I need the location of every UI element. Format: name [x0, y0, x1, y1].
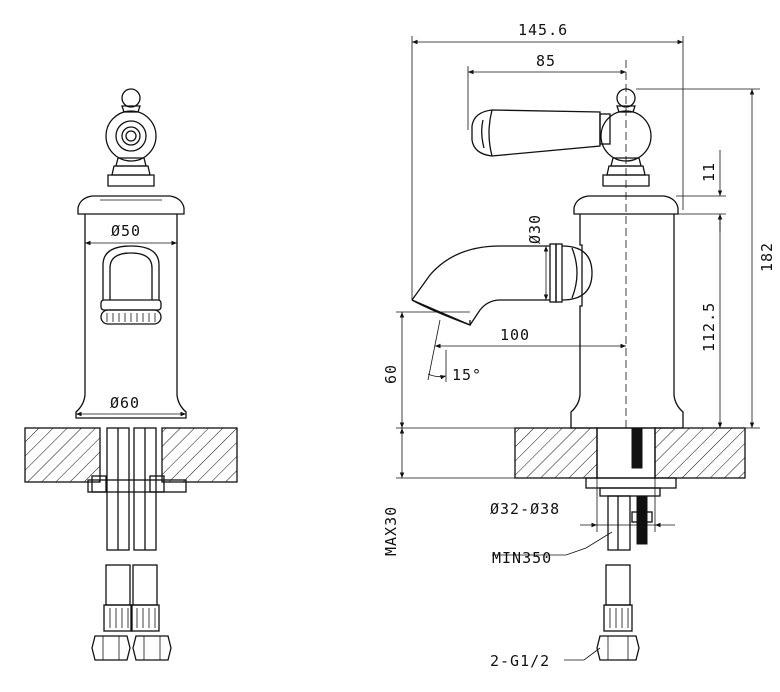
side-hose [596, 564, 640, 661]
dim-side-total-width: 145.6 [518, 21, 568, 39]
side-lever-handle [471, 109, 611, 157]
dim-front-top-diameter: Ø50 [111, 222, 141, 240]
front-hoses [91, 564, 172, 661]
dim-side-spout-height: 60 [382, 364, 400, 384]
front-countertop-left [24, 427, 101, 483]
front-spout [100, 245, 162, 325]
side-mounting-hardware [585, 427, 677, 551]
dim-front-base-diameter: Ø60 [110, 394, 140, 412]
dim-side-hole-diameter: Ø32-Ø38 [490, 500, 560, 518]
side-countertop-left [514, 427, 598, 479]
side-countertop-right [654, 427, 746, 479]
dim-side-body-height: 112.5 [700, 302, 718, 352]
dim-side-spout-reach: 100 [500, 326, 530, 344]
front-view: Ø50 Ø60 [24, 88, 238, 661]
front-body-top-flange [77, 195, 185, 215]
side-body [570, 214, 684, 429]
front-body [75, 214, 187, 419]
dim-side-ring-height: 11 [700, 162, 718, 182]
side-view: 145.6 85 Ø30 100 15° 60 MAX30 182 1 [382, 21, 776, 670]
label-side-thread: 2-G1/2 [490, 652, 550, 670]
dim-side-max-thickness: MAX30 [382, 506, 400, 556]
dim-side-total-height: 182 [758, 242, 776, 272]
dim-side-angle: 15° [452, 366, 482, 384]
front-countertop-right [161, 427, 238, 483]
side-spout [411, 243, 593, 326]
front-mounting-hardware [87, 427, 187, 551]
label-side-hose-length: MIN350 [492, 549, 552, 567]
dim-side-handle-width: 85 [536, 52, 556, 70]
front-handle [105, 88, 157, 187]
dim-side-spout-diameter: Ø30 [526, 214, 544, 244]
